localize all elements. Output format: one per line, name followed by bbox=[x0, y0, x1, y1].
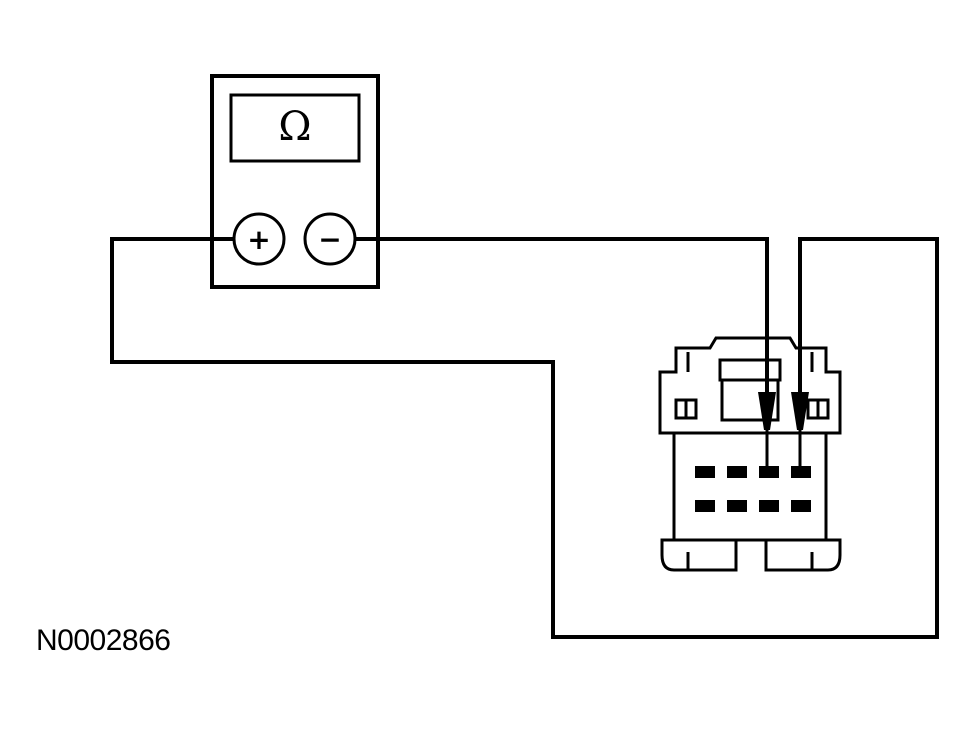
ohmmeter-display bbox=[229, 93, 361, 163]
figure-reference-id: N0002866 bbox=[36, 624, 171, 657]
positive-terminal-label: + bbox=[247, 223, 270, 256]
negative-probe-tip bbox=[758, 392, 776, 430]
connector-right-foot bbox=[764, 538, 842, 572]
cavity bbox=[727, 500, 747, 512]
positive-test-lead bbox=[110, 237, 939, 639]
cavity bbox=[695, 466, 715, 478]
connector-latch bbox=[658, 336, 842, 435]
connector-body bbox=[672, 431, 828, 542]
cavity bbox=[759, 500, 779, 512]
negative-terminal-label: − bbox=[318, 223, 341, 256]
ohmmeter-body bbox=[210, 74, 380, 289]
cavity bbox=[791, 500, 811, 512]
cavity bbox=[759, 466, 779, 478]
ohmmeter: Ω + − bbox=[210, 74, 380, 289]
cavity bbox=[727, 466, 747, 478]
negative-test-lead bbox=[355, 237, 769, 395]
connector-latch-inner bbox=[686, 352, 814, 422]
electrical-connector bbox=[658, 336, 842, 572]
cavity bbox=[695, 500, 715, 512]
ohm-symbol: Ω bbox=[278, 104, 311, 150]
positive-probe-tip bbox=[791, 392, 809, 430]
connector-left-foot bbox=[660, 538, 738, 572]
cavity bbox=[791, 466, 811, 478]
